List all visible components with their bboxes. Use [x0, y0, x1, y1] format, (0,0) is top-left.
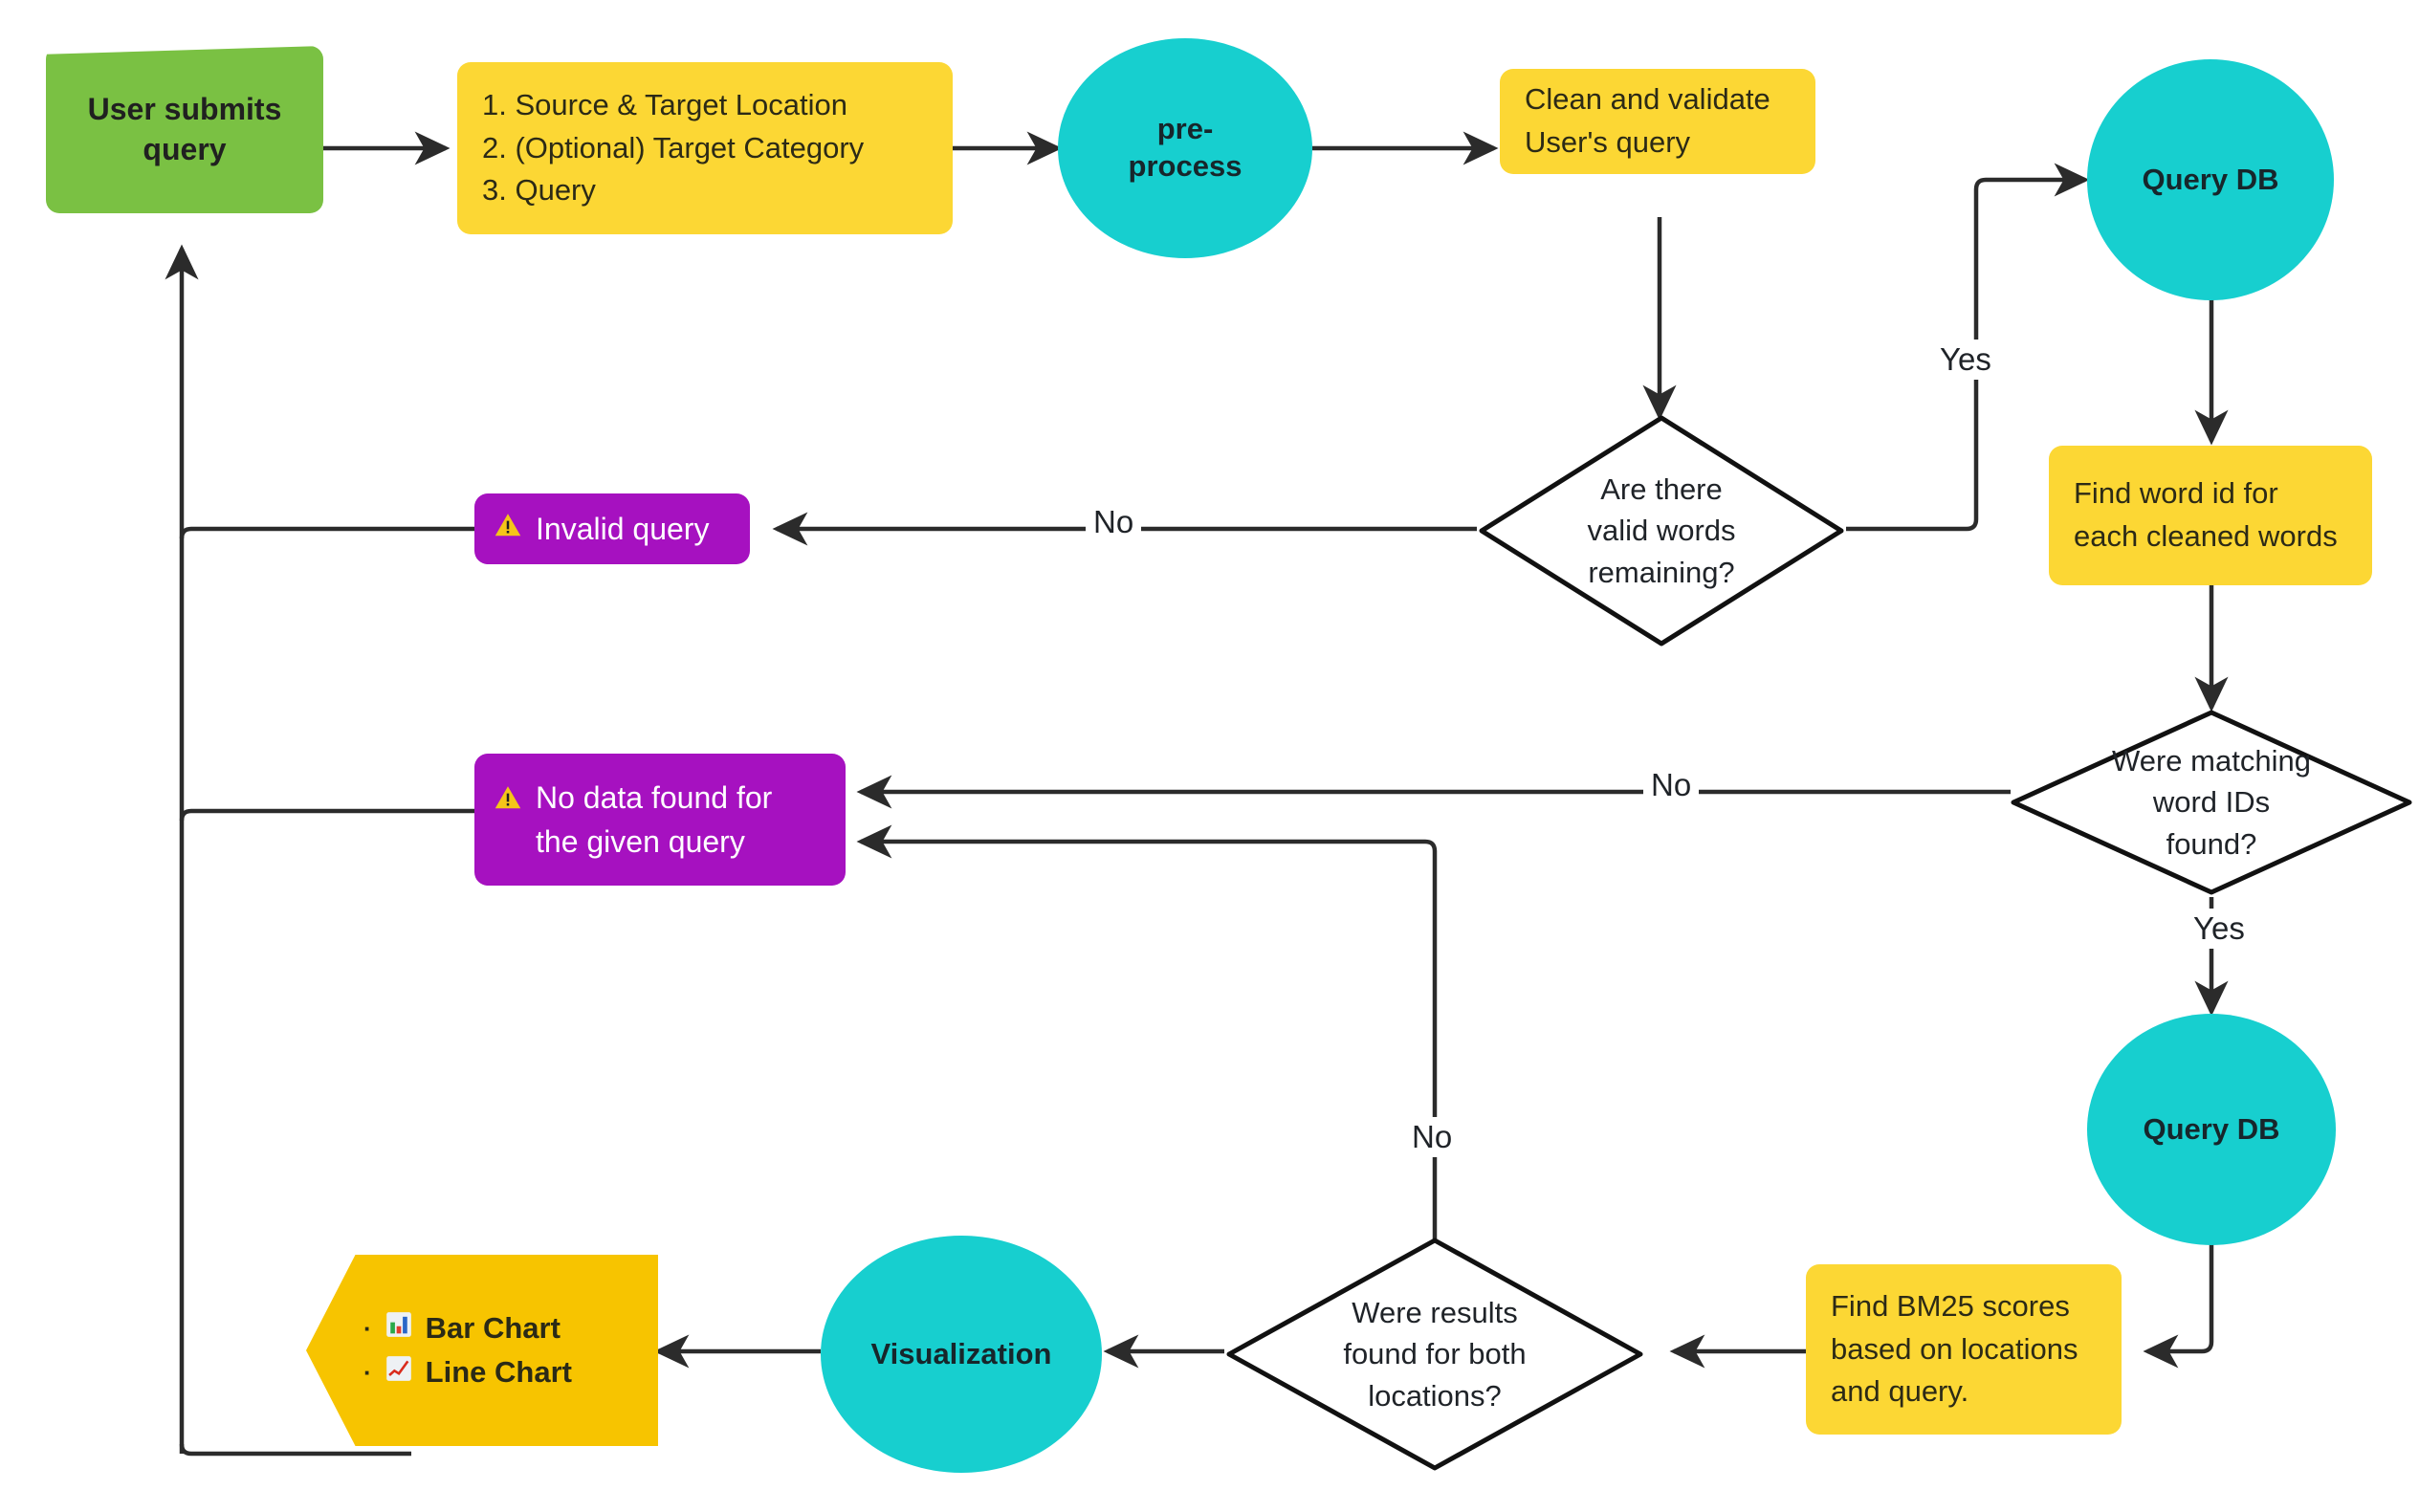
chart-output-line-label: Line Chart	[425, 1355, 572, 1389]
edge-label-no-results-both: No	[1404, 1117, 1461, 1157]
node-no-data-found[interactable]: No data found for the given query	[474, 754, 846, 886]
find-bm25-line2: based on locations	[1831, 1331, 2078, 1366]
edge-label-no-valid-words: No	[1086, 502, 1142, 542]
chart-output-bar[interactable]: · Bar Chart	[363, 1311, 561, 1346]
user-submits-line1: User submits	[87, 91, 282, 126]
decision-matching-line2: word IDs	[2152, 785, 2271, 820]
edge-nodata-to-spine	[179, 808, 476, 822]
node-decision-matching-word-ids[interactable]: Were matching word IDs found?	[2009, 708, 2414, 897]
find-bm25-line3: and query.	[1831, 1374, 1969, 1409]
bullet-dot: ·	[363, 1314, 372, 1343]
edge-label-yes-valid-words: Yes	[1932, 340, 1999, 380]
node-invalid-query[interactable]: Invalid query	[474, 493, 750, 564]
node-decision-valid-words[interactable]: Are there valid words remaining?	[1477, 413, 1846, 648]
node-preprocess[interactable]: pre- process	[1058, 38, 1312, 258]
node-query-db-bottom[interactable]: Query DB	[2087, 1014, 2336, 1245]
decision-matching-line3: found?	[2166, 826, 2257, 861]
node-chart-outputs[interactable]: · Bar Chart ·	[306, 1255, 658, 1446]
node-query-db-top[interactable]: Query DB	[2087, 59, 2334, 300]
find-bm25-line1: Find BM25 scores	[1831, 1288, 2070, 1323]
find-word-id-line1: Find word id for	[2074, 476, 2278, 511]
edge-querydb2-to-bm25	[2143, 1243, 2214, 1369]
decision-valid-words-line3: remaining?	[1588, 555, 1735, 589]
no-data-found-line2: the given query	[536, 824, 745, 859]
diamond-shape	[1479, 415, 1844, 646]
input-item-3: 3. Query	[482, 173, 596, 208]
invalid-query-label: Invalid query	[536, 511, 710, 546]
node-query-inputs[interactable]: 1. Source & Target Location 2. (Optional…	[457, 62, 953, 234]
node-visualization[interactable]: Visualization	[821, 1236, 1102, 1473]
query-db-bottom-label: Query DB	[2143, 1111, 2280, 1146]
edge-invalid-to-spine	[179, 526, 476, 539]
preprocess-line2: process	[1128, 149, 1242, 183]
find-word-id-line2: each cleaned words	[2074, 519, 2338, 553]
decision-results-line1: Were results	[1352, 1295, 1518, 1329]
decision-matching-line1: Were matching	[2112, 743, 2311, 778]
edge-label-yes-matching-ids: Yes	[2186, 909, 2253, 949]
input-item-2: 2. (Optional) Target Category	[482, 130, 865, 164]
line-chart-icon	[385, 1355, 412, 1390]
visualization-label: Visualization	[870, 1336, 1052, 1370]
diamond-shape	[1226, 1238, 1643, 1471]
node-decision-results-both-locations[interactable]: Were results found for both locations?	[1224, 1236, 1645, 1473]
chart-output-bar-label: Bar Chart	[425, 1311, 561, 1345]
node-find-bm25[interactable]: Find BM25 scores based on locations and …	[1806, 1264, 2122, 1435]
edge-charts-to-spine	[179, 1443, 411, 1457]
decision-results-line3: locations?	[1368, 1378, 1502, 1413]
decision-valid-words-line2: valid words	[1587, 514, 1736, 548]
no-data-found-line1: No data found for	[536, 779, 773, 815]
bullet-dot: ·	[363, 1358, 372, 1387]
decision-results-line2: found for both	[1343, 1337, 1527, 1371]
clean-validate-line2: User's query	[1525, 125, 1691, 159]
edge-results-no-to-nodata	[856, 824, 1438, 1243]
node-clean-and-validate[interactable]: Clean and validate User's query	[1500, 69, 1815, 174]
node-user-submits-query[interactable]: User submits query	[46, 46, 323, 213]
decision-valid-words-line1: Are there	[1600, 471, 1723, 506]
diamond-shape	[2011, 710, 2412, 895]
preprocess-line1: pre-	[1156, 112, 1214, 146]
node-find-word-id[interactable]: Find word id for each cleaned words	[2049, 446, 2372, 585]
user-submits-line2: query	[143, 131, 227, 166]
input-item-1: 1. Source & Target Location	[482, 87, 848, 121]
chart-output-line[interactable]: · Line Chart	[363, 1355, 572, 1390]
query-db-top-label: Query DB	[2142, 162, 2279, 196]
warning-icon	[494, 507, 522, 551]
clean-validate-line1: Clean and validate	[1525, 82, 1770, 117]
edge-label-no-matching-ids: No	[1643, 765, 1700, 805]
warning-icon	[494, 779, 522, 823]
bar-chart-icon	[385, 1311, 412, 1346]
